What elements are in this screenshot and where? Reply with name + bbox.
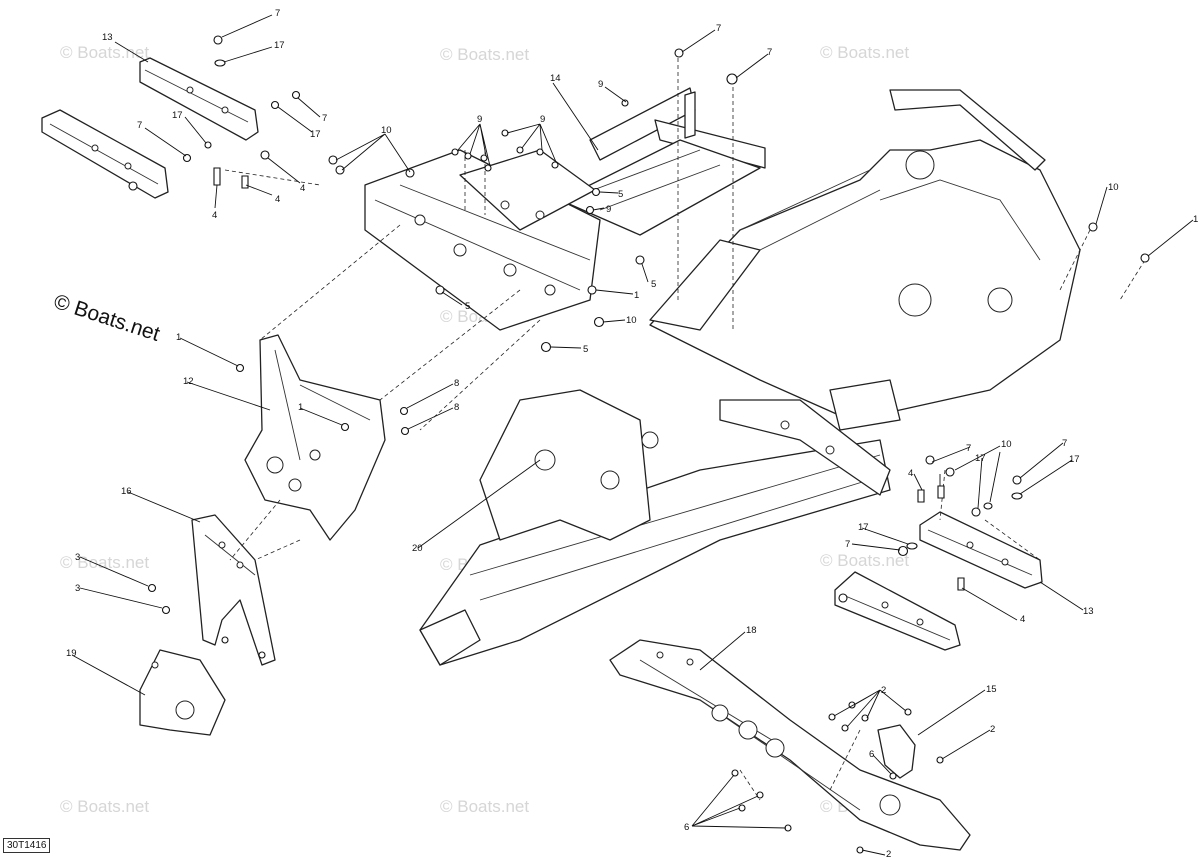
callout-number: 20 — [412, 543, 423, 554]
watermark: © Boats.net — [440, 797, 529, 816]
part-15-bracket — [877, 724, 916, 779]
callout-number: 1 — [298, 402, 303, 413]
callout-number: 9 — [477, 114, 482, 125]
callout-number: 4 — [275, 194, 280, 205]
callout-number: 9 — [598, 79, 603, 90]
part-18-front-arm — [609, 639, 971, 851]
part-13-right-bracket — [919, 511, 1043, 589]
callout-number: 17 — [975, 453, 986, 464]
callout-number: 5 — [618, 189, 623, 200]
watermark: © Boats.net — [440, 45, 529, 64]
callout-labels: 7 17 13 7 17 17 7 4 4 4 10 9 9 14 9 7 7 … — [66, 8, 1198, 858]
callout-number: 5 — [583, 344, 588, 355]
callout-number: 5 — [465, 301, 470, 312]
callout-number: 10 — [381, 125, 392, 136]
callout-number: 18 — [746, 625, 757, 636]
callout-number: 16 — [121, 486, 132, 497]
callout-number: 9 — [606, 204, 611, 215]
watermark: © Boats.net — [820, 551, 909, 570]
callout-number: 17 — [858, 522, 869, 533]
callout-number: 14 — [550, 73, 561, 84]
part-right-lower-bracket — [834, 571, 961, 651]
callout-number: 1 — [176, 332, 181, 343]
callout-number: 7 — [322, 113, 327, 124]
callout-number: 7 — [716, 23, 721, 34]
callout-number: 12 — [183, 376, 194, 387]
part-19-mount — [139, 649, 226, 736]
part-20-front-frame — [419, 389, 891, 666]
callout-number: 2 — [886, 849, 891, 858]
callout-number: 3 — [75, 552, 80, 563]
callout-number: 17 — [172, 110, 183, 121]
callout-number: 10 — [626, 315, 637, 326]
callout-number: 7 — [137, 120, 142, 131]
callout-number: 8 — [454, 378, 459, 389]
callout-number: 6 — [684, 822, 689, 833]
callout-number: 6 — [869, 749, 874, 760]
callout-number: 9 — [540, 114, 545, 125]
callout-number: 2 — [990, 724, 995, 735]
watermark: © Boats.net — [820, 43, 909, 62]
part-rear-beam-assembly — [364, 149, 601, 331]
callout-number: 13 — [1083, 606, 1094, 617]
callout-number: 15 — [986, 684, 997, 695]
drawing-id-label: 30T1416 — [3, 838, 51, 853]
callout-number: 4 — [1020, 614, 1025, 625]
callout-number: 17 — [310, 129, 321, 140]
callout-number: 4 — [908, 468, 913, 479]
callout-number: 7 — [767, 47, 772, 58]
callout-number: 10 — [1108, 182, 1119, 193]
callout-number: 7 — [275, 8, 280, 19]
callout-number: 1 — [1193, 214, 1198, 225]
callout-number: 3 — [75, 583, 80, 594]
part-14-rear-crossframe — [559, 87, 766, 236]
callout-number: 17 — [1069, 454, 1080, 465]
part-13-upper-left-bracket — [139, 57, 259, 141]
callout-number: 7 — [1062, 438, 1067, 449]
part-lower-left-bracket — [41, 109, 169, 199]
callout-number: 7 — [845, 539, 850, 550]
callout-number: 19 — [66, 648, 77, 659]
callout-number: 4 — [212, 210, 217, 221]
callout-number: 8 — [454, 402, 459, 413]
watermark: © Boats.net — [60, 797, 149, 816]
callout-number: 4 — [300, 183, 305, 194]
part-main-frame — [649, 89, 1081, 431]
callout-number: 2 — [881, 685, 886, 696]
callout-number: 7 — [966, 443, 971, 454]
callout-number: 13 — [102, 32, 113, 43]
part-16-bracket — [191, 514, 276, 666]
watermark: © Boats.net — [60, 43, 149, 62]
callout-leaders — [71, 14, 1194, 856]
callout-number: 17 — [274, 40, 285, 51]
watermark: © Boats.net — [60, 553, 149, 572]
part-12-front-bracket — [244, 334, 386, 541]
callout-number: 1 — [634, 290, 639, 301]
callout-number: 5 — [651, 279, 656, 290]
callout-number: 10 — [1001, 439, 1012, 450]
